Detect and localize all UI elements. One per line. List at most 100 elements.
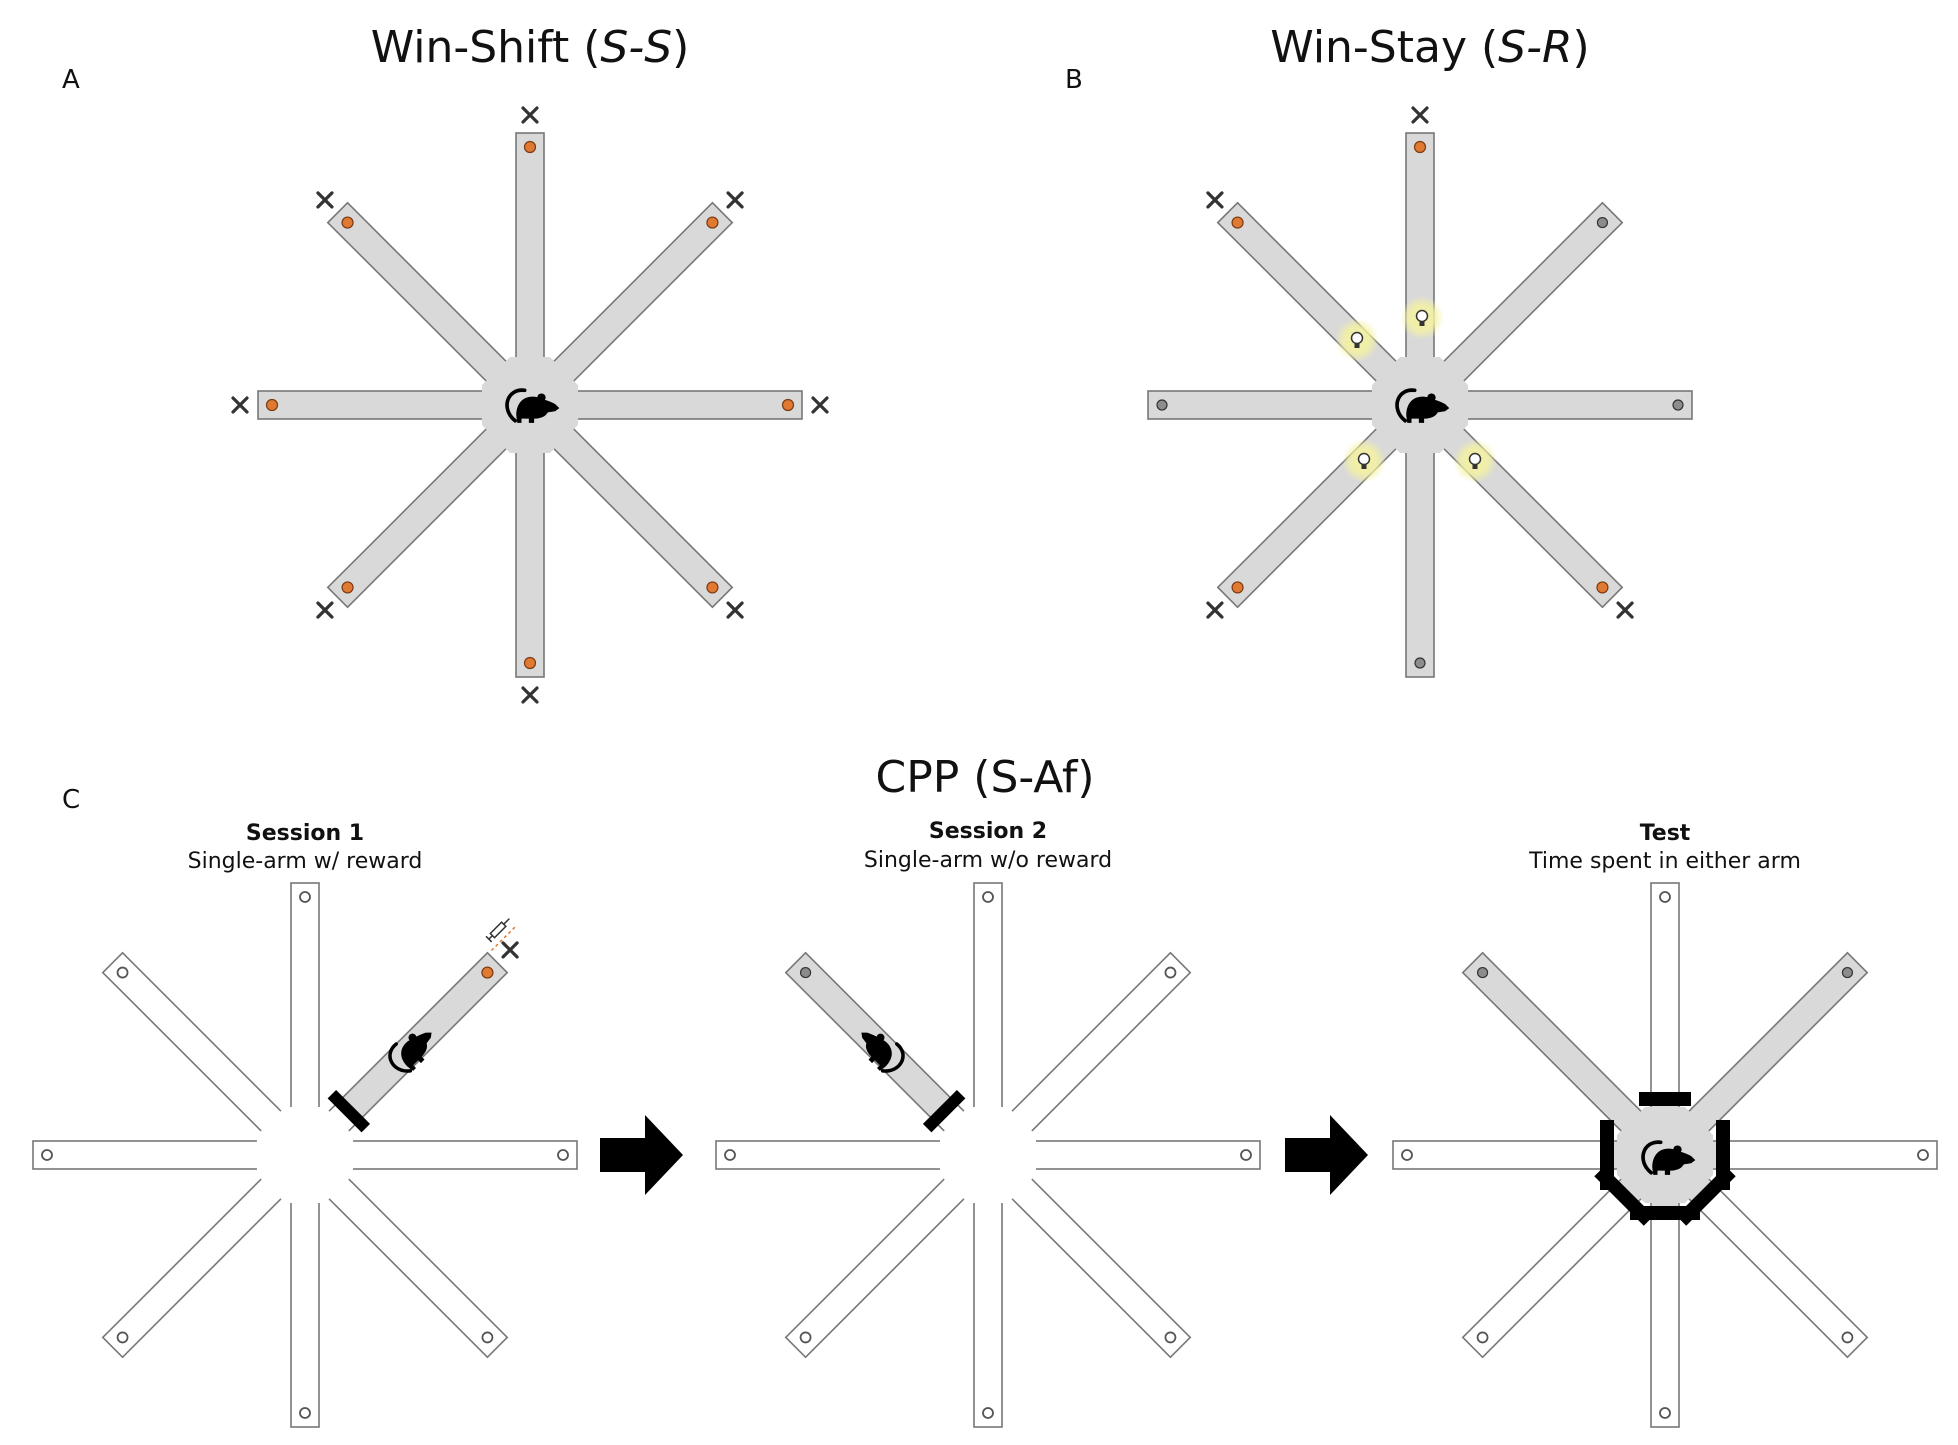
food-well	[1164, 966, 1177, 979]
x-mark-icon	[811, 396, 829, 414]
maze-arm	[515, 432, 545, 678]
lightbulb-icon	[1342, 439, 1386, 483]
food-well	[1672, 399, 1684, 411]
maze-arm	[715, 1140, 961, 1170]
maze-hub	[930, 1097, 1046, 1213]
maze-arm	[973, 882, 1003, 1128]
x-mark-icon	[726, 601, 744, 619]
reward-pellet-icon	[341, 581, 354, 594]
food-well	[1917, 1149, 1929, 1161]
food-well	[982, 891, 994, 903]
food-well	[481, 1331, 494, 1344]
panel-b-title: Win-Stay (S-R)	[1270, 22, 1589, 73]
reward-pellet-icon	[523, 140, 537, 154]
food-well	[299, 1407, 311, 1419]
reward-pellet-icon	[265, 398, 279, 412]
food-well	[1841, 1331, 1854, 1344]
maze-wells	[231, 106, 829, 704]
reward-pellet-icon	[1231, 216, 1244, 229]
arm-blocker	[922, 1089, 966, 1133]
food-well	[1659, 891, 1671, 903]
maze-session-2	[715, 882, 1261, 1428]
panel-a: A Win-Shift (S-S)	[62, 22, 829, 704]
maze-arm	[1147, 390, 1393, 420]
food-well	[299, 891, 311, 903]
maze-arms	[715, 882, 1261, 1428]
session-1-label: Session 1	[246, 821, 364, 846]
food-well	[724, 1149, 736, 1161]
rat-icon	[861, 1032, 905, 1073]
food-well	[1659, 1407, 1671, 1419]
arm-blocker	[1600, 1120, 1614, 1190]
reward-pellet-icon	[1596, 581, 1609, 594]
maze-arms	[1392, 882, 1938, 1428]
rat-icon	[1395, 388, 1450, 423]
maze-arm	[290, 882, 320, 1128]
maze-arm	[1650, 1182, 1680, 1428]
maze-test	[1392, 882, 1938, 1428]
panel-c-title: CPP (S-Af)	[876, 752, 1095, 803]
session-2-label: Session 2	[929, 819, 1047, 844]
food-well	[116, 966, 129, 979]
maze-arm	[1692, 1140, 1938, 1170]
session-2-description: Single-arm w/o reward	[864, 848, 1112, 873]
panel-b: B Win-Stay (S-R)	[1065, 22, 1693, 678]
maze-wells	[1401, 891, 1929, 1419]
right-arrow-icon	[600, 1115, 683, 1195]
reward-pellet-icon	[523, 656, 537, 670]
arm-blocker	[327, 1089, 371, 1133]
maze-wells	[1156, 106, 1684, 669]
x-mark-icon	[726, 191, 744, 209]
maze-b	[1147, 106, 1693, 678]
food-well	[41, 1149, 53, 1161]
right-arrow-icon	[1285, 1115, 1368, 1195]
x-mark-icon	[501, 941, 519, 959]
x-mark-icon	[231, 396, 249, 414]
panel-a-letter: A	[62, 65, 80, 95]
maze-wells	[41, 891, 569, 1419]
reward-pellet-icon	[1231, 581, 1244, 594]
maze-a	[231, 106, 829, 704]
rat-icon	[388, 1032, 432, 1073]
reward-pellet-icon	[781, 398, 795, 412]
maze-wells	[724, 891, 1252, 1419]
test-description: Time spent in either arm	[1528, 849, 1801, 874]
maze-arm	[1650, 882, 1680, 1128]
session-1-description: Single-arm w/ reward	[188, 849, 423, 874]
maze-arms	[1147, 132, 1693, 678]
rat-icon	[1641, 1140, 1696, 1175]
food-well	[1414, 657, 1426, 669]
food-well	[799, 1331, 812, 1344]
food-well	[116, 1331, 129, 1344]
food-well	[1476, 1331, 1489, 1344]
x-mark-icon	[316, 601, 334, 619]
maze-arm	[1405, 432, 1435, 678]
x-mark-icon	[316, 191, 334, 209]
maze-arm	[290, 1182, 320, 1428]
reward-pellet-icon	[1413, 140, 1427, 154]
panel-b-letter: B	[1065, 65, 1083, 95]
maze-hub	[247, 1097, 363, 1213]
lightbulb-icon	[1400, 296, 1444, 340]
x-mark-icon	[1206, 601, 1224, 619]
reward-pellet-icon	[706, 581, 719, 594]
x-mark-icon	[521, 106, 539, 124]
panel-a-title: Win-Shift (S-S)	[371, 22, 690, 73]
maze-arm	[332, 1140, 578, 1170]
lightbulb-icon	[1335, 318, 1379, 362]
x-mark-icon	[1411, 106, 1429, 124]
food-well	[1156, 399, 1168, 411]
maze-arm	[1447, 390, 1693, 420]
maze-session-1	[32, 882, 578, 1428]
maze-arm	[257, 390, 503, 420]
panel-c-letter: C	[62, 785, 80, 815]
reward-pellet-icon	[706, 216, 719, 229]
food-well	[1596, 216, 1609, 229]
x-mark-icon	[1206, 191, 1224, 209]
panel-c: C CPP (S-Af) Session 1 Single-arm w/ rew…	[32, 752, 1938, 1428]
maze-arms	[257, 132, 803, 678]
maze-arm	[515, 132, 545, 378]
maze-arm	[1392, 1140, 1638, 1170]
syringe-icon	[485, 918, 510, 943]
